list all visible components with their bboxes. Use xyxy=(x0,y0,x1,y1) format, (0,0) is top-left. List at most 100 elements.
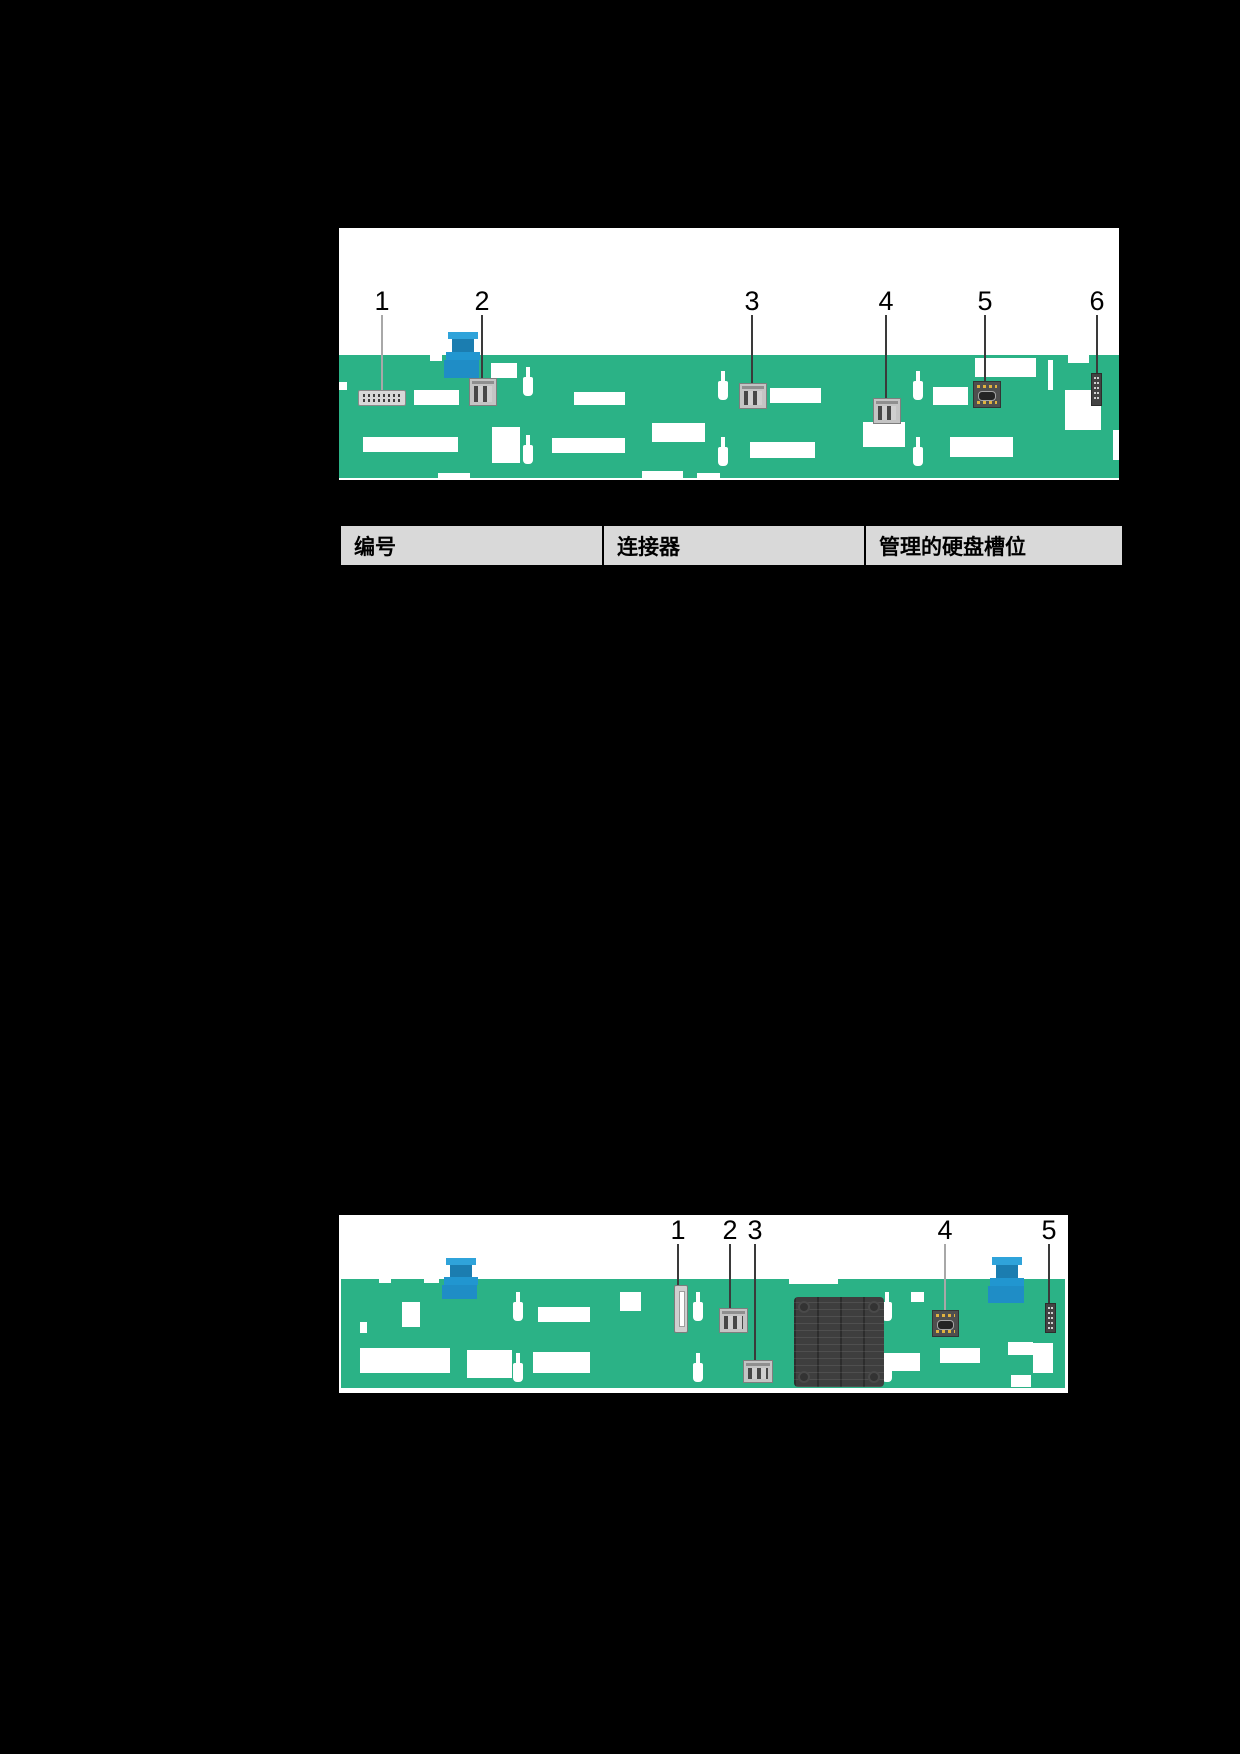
callout-leader-line xyxy=(1096,315,1098,373)
board-cutout xyxy=(884,1353,920,1371)
board-cutout xyxy=(552,438,625,453)
standoff-pin xyxy=(452,339,474,352)
standoff-pin xyxy=(446,352,480,360)
drive-keyway-slot xyxy=(882,1292,892,1321)
drive-keyway-slot xyxy=(523,435,533,464)
connector-table-header: 编号 连接器 管理的硬盘槽位 xyxy=(339,524,1124,567)
signal-cable-connector xyxy=(358,390,406,406)
heatsink-screw xyxy=(868,1371,880,1383)
board-cutout xyxy=(533,1352,590,1373)
board-edge-notch xyxy=(430,355,442,361)
board-cutout xyxy=(750,442,815,458)
board-cutout xyxy=(863,422,905,447)
board-edge-notch xyxy=(789,1279,838,1284)
board-cutout xyxy=(492,427,520,463)
power-connector xyxy=(932,1310,959,1337)
standoff-pin xyxy=(450,1265,472,1277)
callout-label-2: 2 xyxy=(722,1215,738,1245)
board-edge-notch xyxy=(360,1322,367,1333)
standoff-pin xyxy=(446,1258,476,1265)
board-edge-notch xyxy=(1113,430,1119,460)
heatsink-screw xyxy=(798,1371,810,1383)
callout-label-4: 4 xyxy=(937,1215,953,1245)
board-cutout xyxy=(652,423,705,442)
board-cutout xyxy=(770,388,821,403)
board-cutout xyxy=(620,1292,641,1311)
board-cutout xyxy=(538,1307,590,1322)
connector-slots xyxy=(724,1316,743,1329)
board-edge-notch xyxy=(1068,355,1089,363)
callout-leader-line xyxy=(885,315,887,398)
drive-keyway-slot xyxy=(693,1353,703,1382)
standoff-pin xyxy=(444,360,479,378)
drive-keyway-slot xyxy=(523,367,533,396)
callout-label-3: 3 xyxy=(747,1215,763,1245)
board-cutout xyxy=(911,1292,924,1302)
board-cutout xyxy=(491,363,517,378)
connector-slots xyxy=(744,391,762,405)
callout-leader-line xyxy=(729,1244,731,1308)
power-connector xyxy=(973,381,1001,408)
drive-keyway-slot xyxy=(913,371,923,400)
board-edge-notch xyxy=(379,1279,391,1283)
connector-slots xyxy=(878,406,896,420)
drive-keyway-slot xyxy=(718,437,728,466)
board-cutout xyxy=(1011,1375,1031,1387)
standoff-pin xyxy=(988,1286,1024,1303)
callout-leader-line xyxy=(754,1244,756,1360)
standoff-pin xyxy=(448,332,478,339)
board-cutout xyxy=(363,437,458,452)
callout-label-3: 3 xyxy=(744,286,760,316)
table-header-managed-bays: 管理的硬盘槽位 xyxy=(864,526,1122,565)
callout-label-4: 4 xyxy=(878,286,894,316)
slimline-connector xyxy=(674,1285,688,1333)
callout-leader-line xyxy=(677,1244,679,1285)
sideband-pin-header xyxy=(1091,373,1102,406)
drive-keyway-slot xyxy=(513,1353,523,1382)
board-cutout xyxy=(950,437,1013,457)
board-cutout xyxy=(402,1302,420,1327)
callout-leader-line xyxy=(944,1244,946,1310)
board-edge-notch xyxy=(642,471,683,478)
callout-leader-line xyxy=(751,315,753,383)
callout-label-1: 1 xyxy=(670,1215,686,1245)
callout-leader-line xyxy=(381,315,383,391)
backplane-figure-bottom: 1 2 3 4 5 xyxy=(339,1215,1068,1393)
board-cutout xyxy=(414,390,459,405)
standoff-pin xyxy=(990,1278,1024,1286)
callout-label-5: 5 xyxy=(1041,1215,1057,1245)
board-cutout xyxy=(574,392,625,405)
drive-keyway-slot xyxy=(882,1353,892,1382)
board-cutout xyxy=(360,1348,450,1373)
drive-keyway-slot xyxy=(718,371,728,400)
callout-leader-line xyxy=(481,315,483,378)
connector-slot xyxy=(937,1320,954,1330)
drive-keyway-slot xyxy=(693,1292,703,1321)
connector-slots xyxy=(748,1368,768,1379)
drive-keyway-slot xyxy=(913,437,923,466)
callout-leader-line xyxy=(1048,1244,1050,1303)
board-edge-notch xyxy=(339,382,347,390)
sas-connector-a xyxy=(719,1308,748,1333)
board-cutout xyxy=(467,1350,512,1378)
board-edge-notch xyxy=(424,1279,439,1283)
backplane-figure-top: 1 2 3 4 5 6 xyxy=(339,228,1119,480)
connector-slot xyxy=(978,391,996,401)
board-cutout xyxy=(975,358,1036,377)
expander-heatsink xyxy=(794,1297,884,1387)
board-cutout xyxy=(1033,1343,1053,1373)
standoff-pin xyxy=(442,1285,477,1299)
connector-slots xyxy=(474,386,492,402)
heatsink-screw xyxy=(868,1301,880,1313)
standoff-pin xyxy=(444,1277,478,1285)
board-cutout xyxy=(933,387,968,405)
sideband-pin-header xyxy=(1045,1303,1056,1333)
heatsink-screw xyxy=(798,1301,810,1313)
drive-keyway-slot xyxy=(513,1292,523,1321)
board-cutout xyxy=(940,1348,980,1363)
callout-leader-line xyxy=(984,315,986,381)
board-edge-notch xyxy=(697,473,720,478)
sas-connector-b xyxy=(743,1360,773,1383)
sas-connector-c xyxy=(873,398,901,424)
